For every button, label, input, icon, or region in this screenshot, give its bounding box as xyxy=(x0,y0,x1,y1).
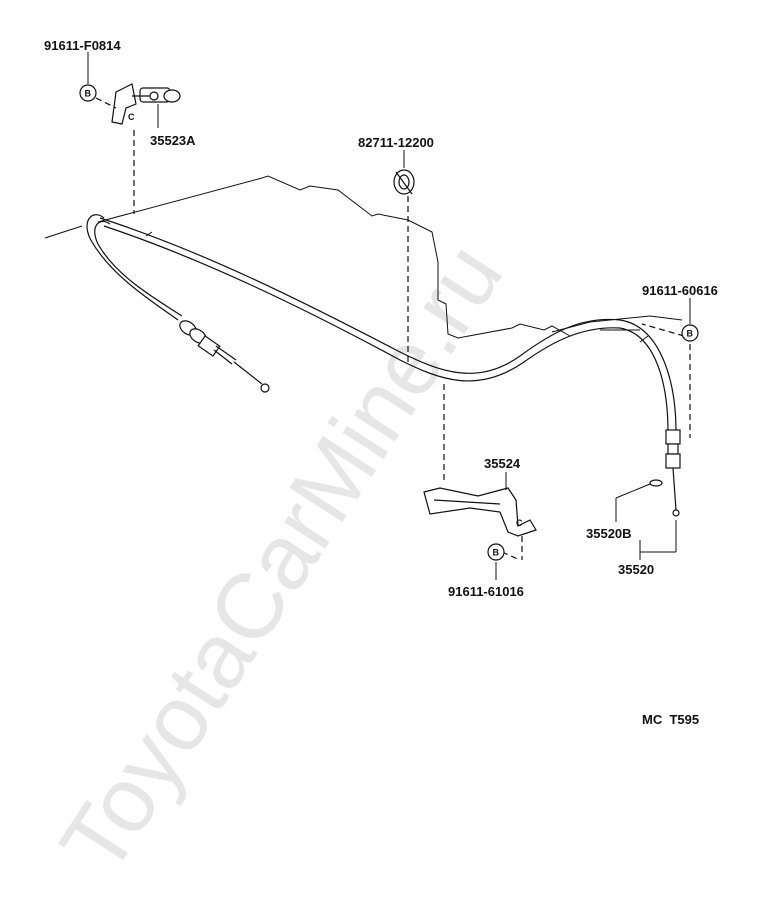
bracket-35524: C xyxy=(423,487,537,537)
bolt-symbol-top-left: B xyxy=(79,84,97,102)
bolt-symbol-center: B xyxy=(487,543,505,561)
label-bracket-top-left: 35523A xyxy=(150,133,196,148)
clip-35520b xyxy=(649,479,663,487)
label-bracket-center: 35524 xyxy=(484,456,521,471)
watermark: ToyotaCarMine.ru xyxy=(41,226,522,890)
brake-cable xyxy=(86,214,681,517)
clip-82711 xyxy=(393,169,415,195)
diagram-code: MC T595 xyxy=(642,712,699,727)
svg-text:B: B xyxy=(687,329,694,339)
label-clip-center: 82711-12200 xyxy=(358,135,434,150)
label-cable-sub: 35520B xyxy=(586,526,632,541)
clamp-letter: C xyxy=(516,518,523,528)
label-cable-assy: 35520 xyxy=(618,562,654,577)
label-bolt-center: 91611-61016 xyxy=(448,584,524,599)
leader-lines xyxy=(87,52,691,580)
body-outline xyxy=(44,175,683,339)
bracket-35523a: C xyxy=(111,83,181,125)
clamp-letter: C xyxy=(128,112,135,122)
svg-text:B: B xyxy=(85,89,92,99)
svg-text:B: B xyxy=(493,548,500,558)
bolt-symbol-right: B xyxy=(681,324,699,342)
label-bolt-top-left: 91611-F0814 xyxy=(44,38,121,53)
label-bolt-right: 91611-60616 xyxy=(642,283,718,298)
